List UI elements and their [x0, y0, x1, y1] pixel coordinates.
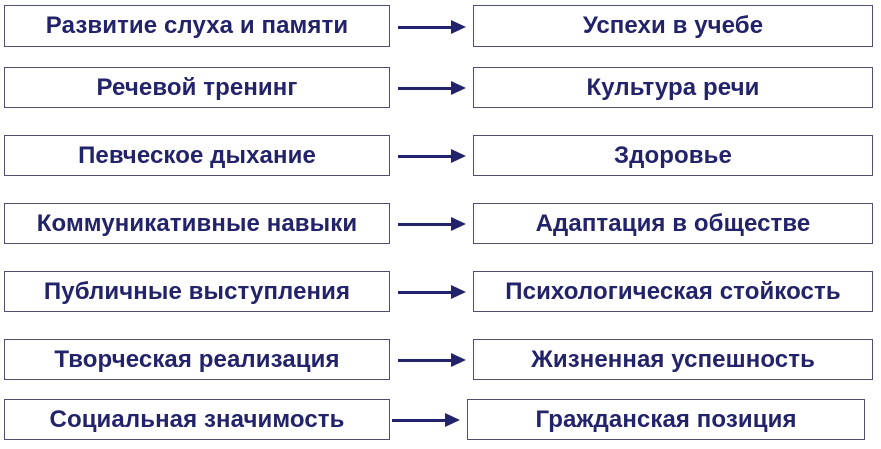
- cause-label: Публичные выступления: [43, 277, 351, 305]
- right-arrow-icon: [398, 149, 466, 163]
- effect-label: Психологическая стойкость: [505, 277, 841, 305]
- cause-label: Коммуникативные навыки: [36, 209, 358, 237]
- right-arrow-icon: [398, 285, 466, 299]
- right-arrow-icon: [398, 81, 466, 95]
- cause-label: Речевой тренинг: [96, 73, 298, 101]
- effect-label: Успехи в учебе: [582, 12, 764, 39]
- effect-box: Гражданская позиция: [467, 399, 865, 440]
- cause-box: Коммуникативные навыки: [4, 203, 390, 244]
- cause-box: Певческое дыхание: [4, 135, 390, 176]
- right-arrow-icon: [398, 20, 466, 34]
- effect-label: Гражданская позиция: [535, 405, 797, 433]
- effect-box: Психологическая стойкость: [473, 271, 873, 312]
- effect-label: Адаптация в обществе: [535, 209, 811, 237]
- cause-box: Социальная значимость: [4, 399, 390, 440]
- effect-label: Жизненная успешность: [531, 345, 815, 373]
- effect-label: Здоровье: [614, 141, 732, 169]
- cause-label: Певческое дыхание: [78, 141, 316, 169]
- cause-box: Публичные выступления: [4, 271, 390, 312]
- effect-box: Культура речи: [473, 67, 873, 108]
- cause-label: Развитие слуха и памяти: [45, 12, 349, 39]
- right-arrow-icon: [392, 413, 460, 427]
- effect-box: Здоровье: [473, 135, 873, 176]
- cause-box: Творческая реализация: [4, 339, 390, 380]
- effect-box: Жизненная успешность: [473, 339, 873, 380]
- effect-box: Успехи в учебе: [473, 5, 873, 47]
- cause-label: Социальная значимость: [49, 405, 345, 433]
- cause-box: Развитие слуха и памяти: [4, 5, 390, 47]
- effect-label: Культура речи: [586, 73, 760, 101]
- cause-label: Творческая реализация: [54, 345, 340, 373]
- cause-box: Речевой тренинг: [4, 67, 390, 108]
- right-arrow-icon: [398, 217, 466, 231]
- effect-box: Адаптация в обществе: [473, 203, 873, 244]
- right-arrow-icon: [398, 353, 466, 367]
